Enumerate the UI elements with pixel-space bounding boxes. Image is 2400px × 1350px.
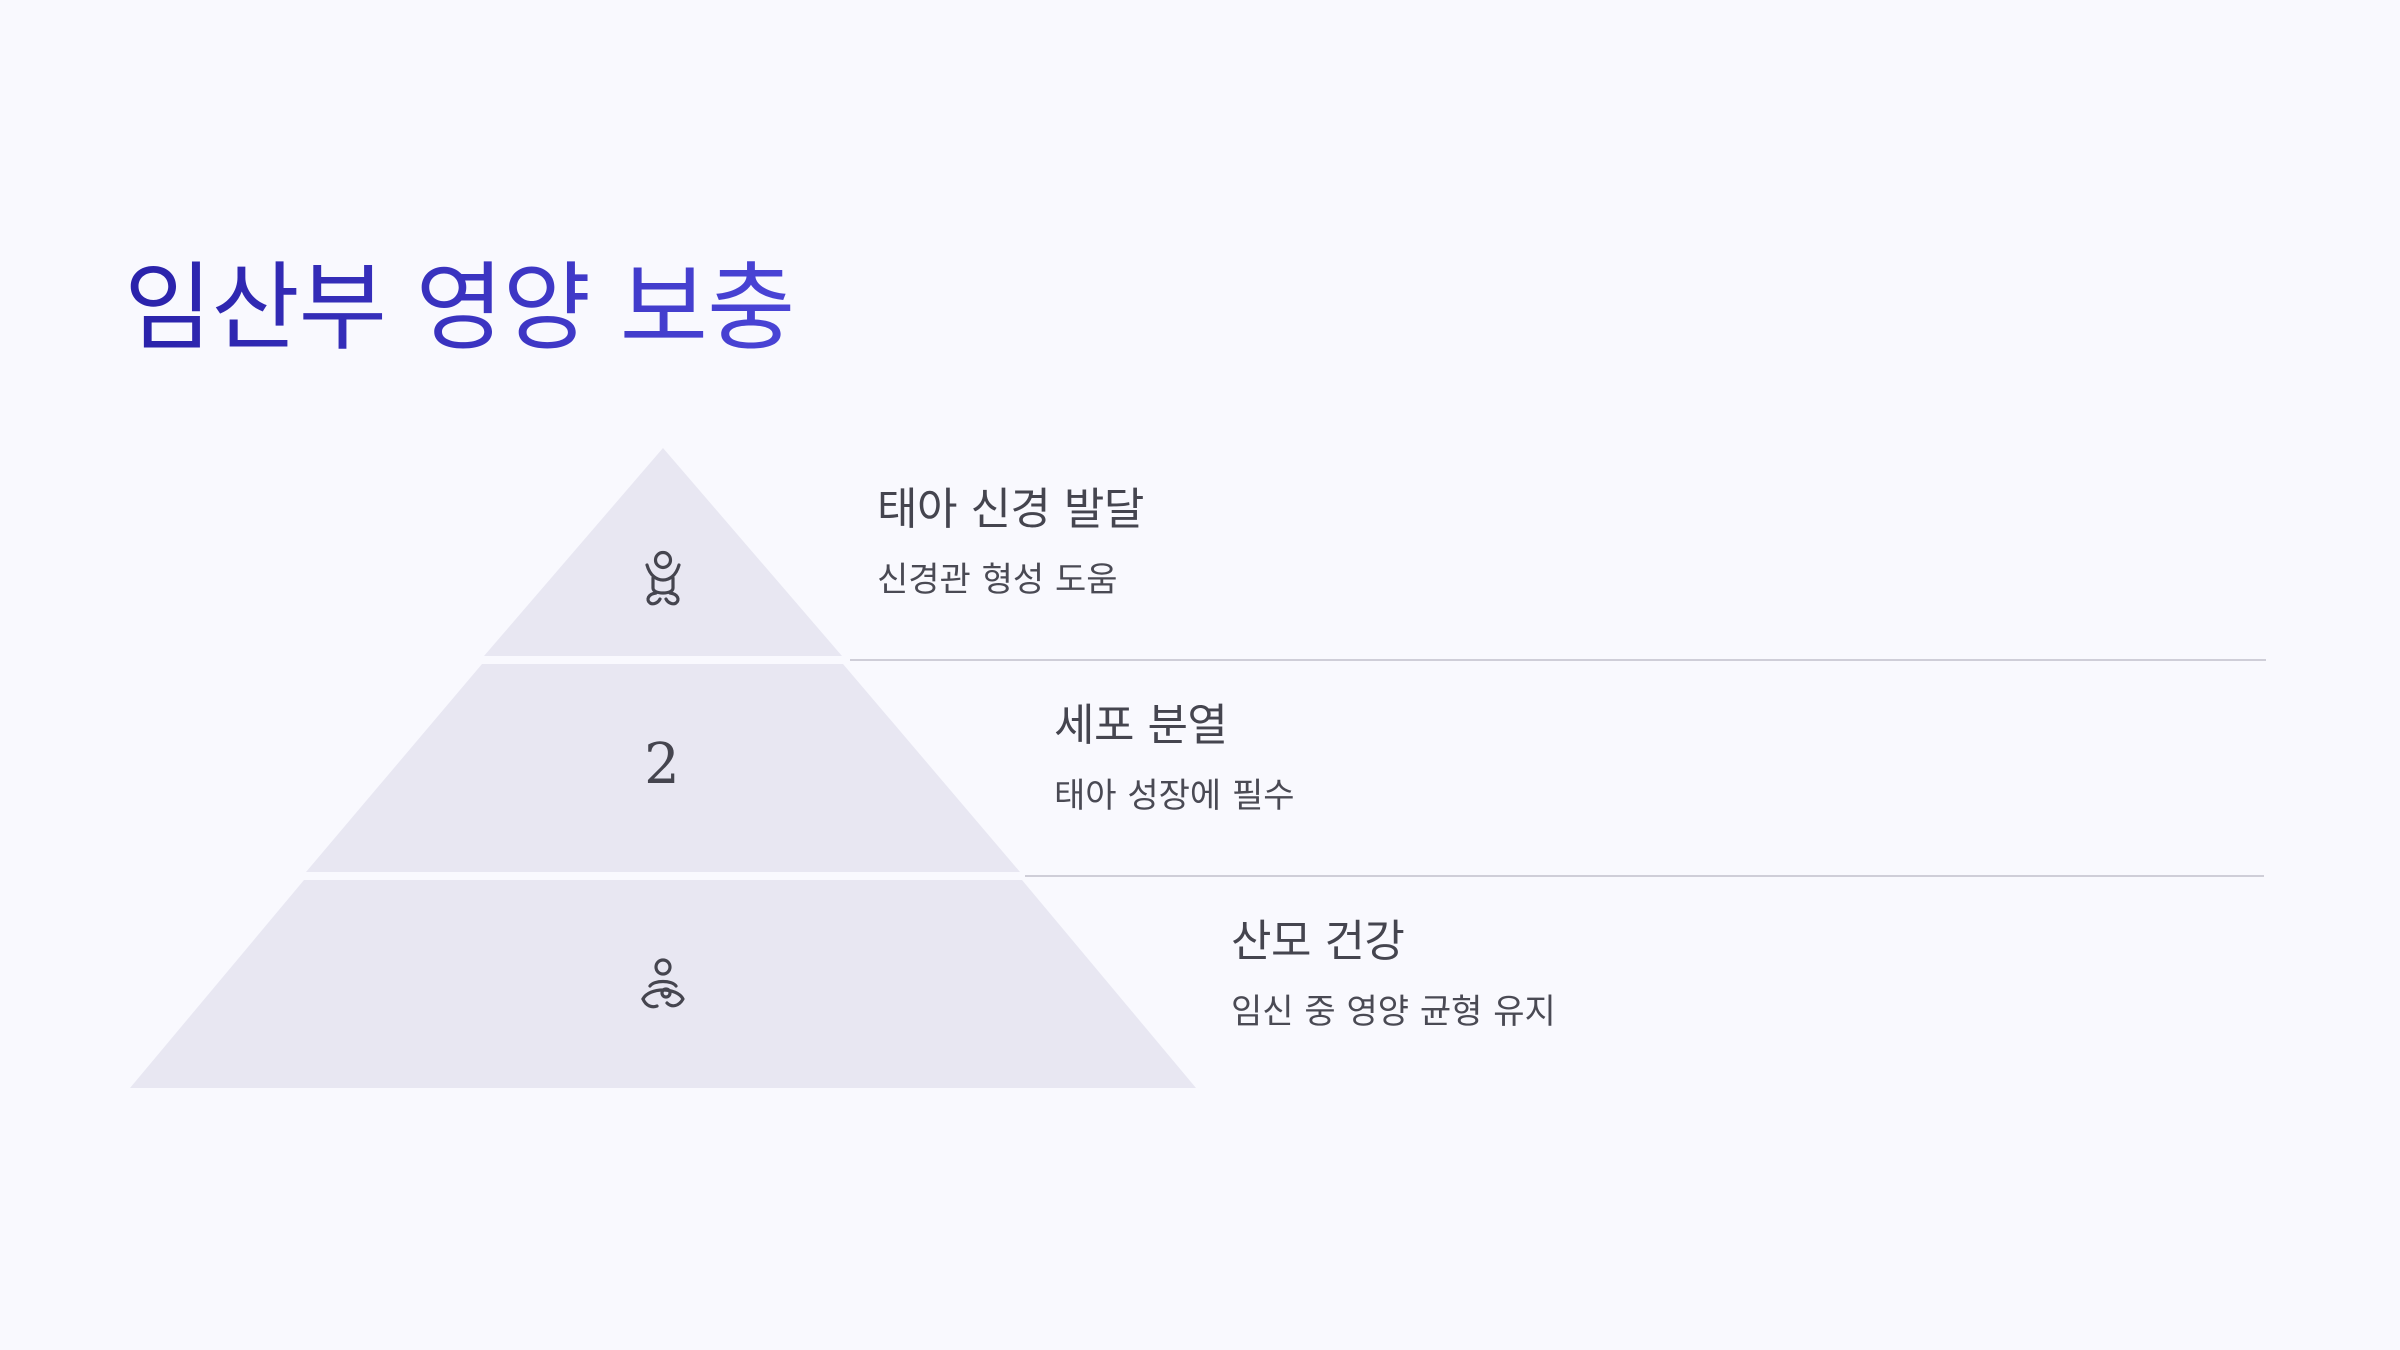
tier-description: 임신 중 영양 균형 유지 [1231, 992, 1556, 1032]
tier-label-fetal-neural: 태아 신경 발달 신경관 형성 도움 [877, 482, 1144, 602]
baby-icon [645, 550, 681, 606]
tier-title: 산모 건강 [1231, 916, 1405, 967]
pregnant-woman-icon [641, 958, 685, 1009]
tier-title: 태아 신경 발달 [877, 484, 1144, 535]
tier-title: 세포 분열 [1054, 700, 1228, 751]
pyramid-tier-bottom [130, 880, 1196, 1088]
tier-description: 신경관 형성 도움 [877, 560, 1118, 600]
pyramid-tier-middle [306, 664, 1020, 872]
page-title: 임산부 영양 보충 [124, 248, 795, 368]
tier-label-maternal-health: 산모 건강 임신 중 영양 균형 유지 [1231, 914, 1556, 1034]
tier-description: 태아 성장에 필수 [1054, 776, 1295, 816]
tier-label-cell-division: 세포 분열 태아 성장에 필수 [1054, 698, 1295, 818]
tier-number-marker: 2 [644, 732, 680, 797]
